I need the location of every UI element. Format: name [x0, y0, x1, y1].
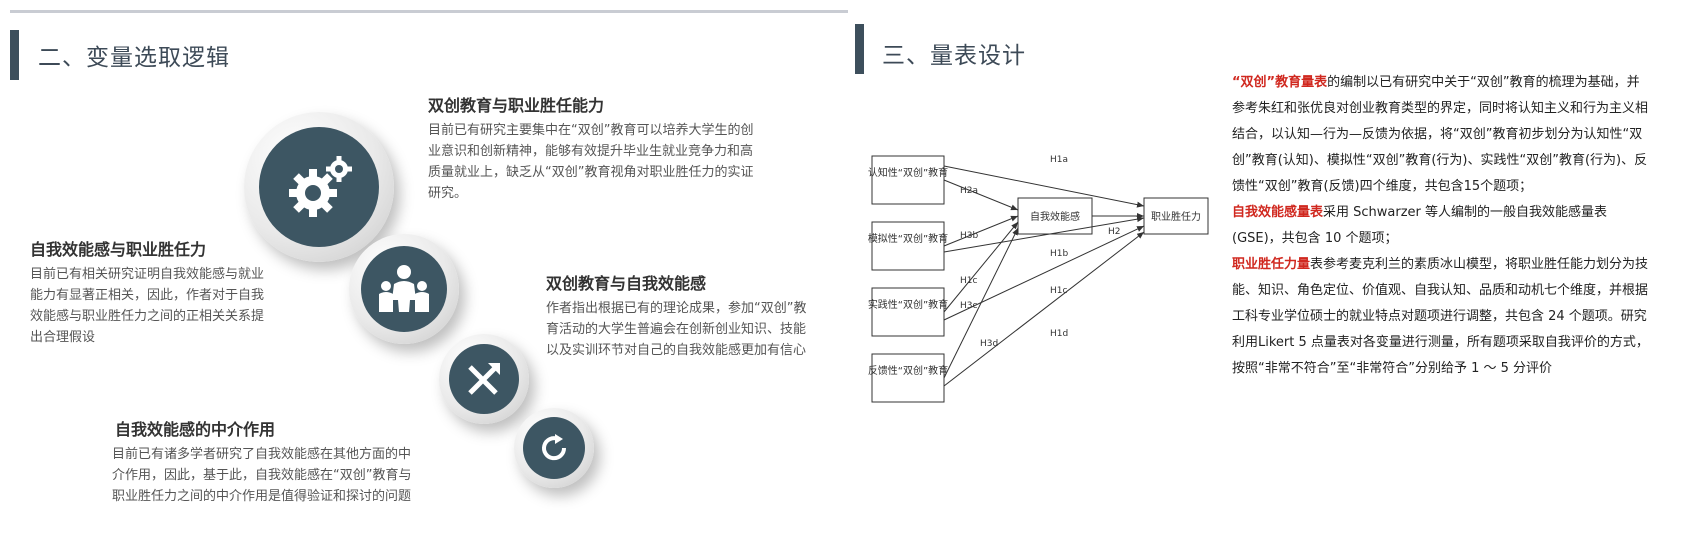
block-title-1: 双创教育与职业胜任能力 [428, 96, 605, 115]
block-title-2: 自我效能感与职业胜任力 [30, 240, 207, 259]
paragraph-competency-scale: 职业胜任力量表参考麦克利兰的素质冰山模型，将职业胜任能力划分为技能、知识、角色定… [1232, 257, 1649, 376]
block-text-4: 目前已有诸多学者研究了自我效能感在其他方面的中介作用，因此，基于此，自我效能感在… [112, 447, 412, 504]
top-divider [10, 10, 848, 13]
scale-description: “双创”教育量表的编制以已有研究中关于“双创”教育的梳理为基础，并参考朱红和张优… [1232, 70, 1652, 382]
circle-1 [244, 112, 394, 262]
svg-text:H1a: H1a [1050, 155, 1068, 165]
box-cognitive [871, 155, 945, 205]
svg-text:H3b: H3b [960, 231, 978, 241]
refresh-icon [542, 434, 567, 461]
svg-text:H3d: H3d [980, 339, 998, 349]
arrows-cross-icon [468, 363, 500, 395]
svg-text:反馈性“双创”教育: 反馈性“双创”教育 [868, 364, 948, 377]
block-title-3: 双创教育与自我效能感 [546, 274, 707, 293]
svg-text:H1c: H1c [1050, 286, 1067, 296]
section-accent-bar [855, 24, 864, 74]
svg-text:H1d: H1d [1050, 329, 1068, 339]
svg-text:H2: H2 [1108, 227, 1121, 237]
path-diagram: H1a H2a H3b H1b H2 H1c H3c H1c H3d H1d 认… [868, 155, 1209, 403]
section-accent-bar [10, 30, 19, 80]
block-title-4: 自我效能感的中介作用 [115, 420, 276, 439]
svg-text:模拟性“双创”教育: 模拟性“双创”教育 [868, 232, 948, 245]
gears-icon [289, 156, 352, 217]
box-feedback [871, 353, 945, 403]
svg-text:H1c: H1c [960, 276, 977, 286]
svg-text:认知性“双创”教育: 认知性“双创”教育 [868, 166, 948, 179]
section-title: 三、量表设计 [882, 43, 1026, 69]
svg-text:H1b: H1b [1050, 249, 1068, 259]
people-icon [379, 265, 429, 312]
circle-3 [439, 334, 529, 424]
svg-text:自我效能感: 自我效能感 [1030, 210, 1080, 223]
svg-text:职业胜任力: 职业胜任力 [1151, 210, 1201, 223]
svg-text:实践性“双创”教育: 实践性“双创”教育 [868, 298, 948, 311]
block-text-1: 目前已有研究主要集中在“双创”教育可以培养大学生的创业意识和创新精神，能够有效提… [428, 123, 754, 201]
svg-text:H3c: H3c [960, 301, 977, 311]
paragraph-self-efficacy-scale: 自我效能感量表采用 Schwarzer 等人编制的一般自我效能感量表(GSE)，… [1232, 205, 1608, 246]
box-practical [871, 287, 945, 337]
box-outcome [1143, 197, 1209, 235]
section-title: 二、变量选取逻辑 [38, 45, 230, 71]
slide-variable-logic: 二、变量选取逻辑 [10, 10, 848, 504]
circle-4 [514, 408, 594, 488]
paragraph-innovation-scale: “双创”教育量表的编制以已有研究中关于“双创”教育的梳理为基础，并参考朱红和张优… [1232, 75, 1649, 194]
svg-text:H2a: H2a [960, 186, 978, 196]
block-text-3: 作者指出根据已有的理论成果，参加“双创”教育活动的大学生普遍会在创新创业知识、技… [546, 301, 807, 358]
circle-2 [349, 234, 459, 344]
slide-scale-design: 三、量表设计 H1a H2a [852, 0, 1698, 544]
box-simulated [871, 221, 945, 271]
block-text-2: 目前已有相关研究证明自我效能感与就业能力有显著正相关，因此，作者对于自我 效能感… [30, 267, 265, 345]
